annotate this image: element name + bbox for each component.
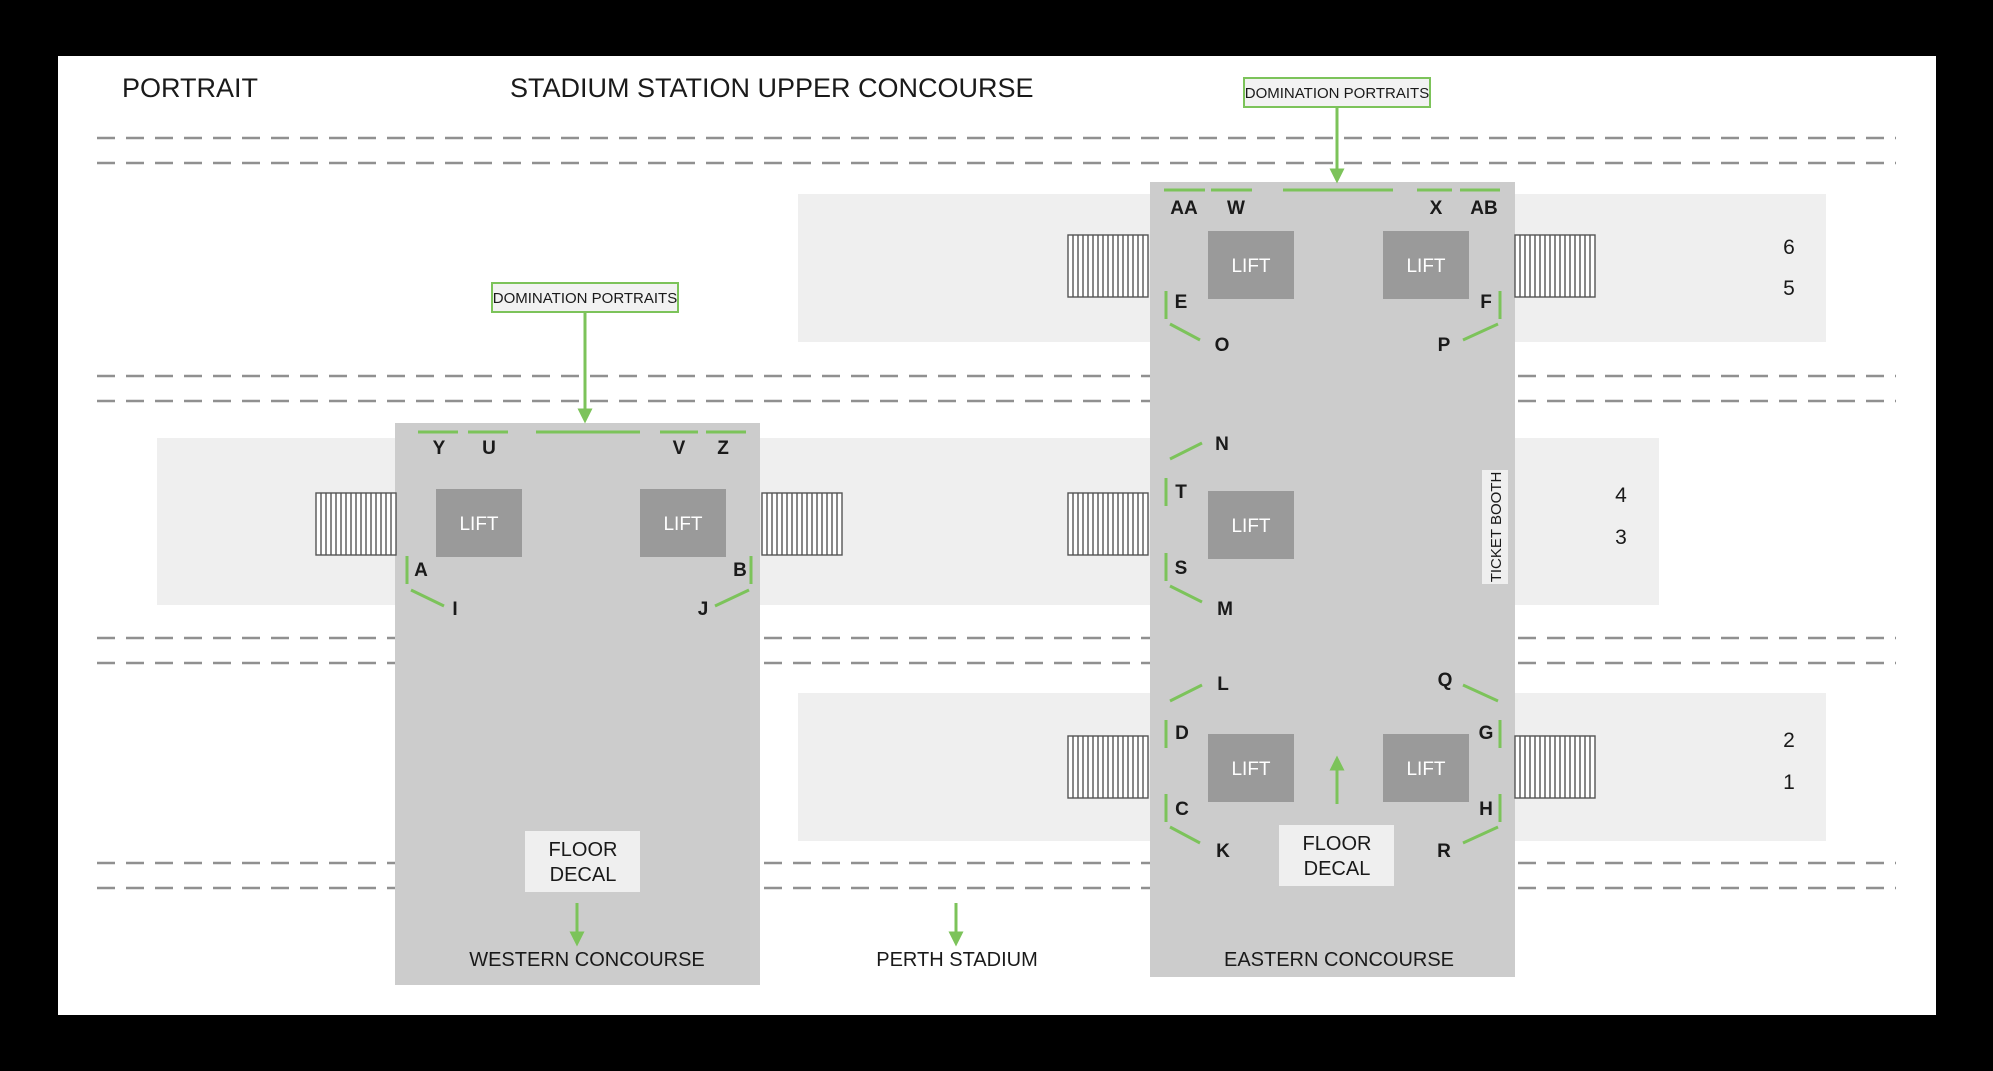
platform-number: 1 xyxy=(1783,771,1795,794)
callout-domination-west xyxy=(491,282,679,313)
lift-east-top-right xyxy=(1383,231,1469,299)
position-label: T xyxy=(1175,482,1187,503)
position-label: V xyxy=(673,438,686,459)
floor-decal-east xyxy=(1279,825,1394,886)
platform-number: 6 xyxy=(1783,236,1795,259)
platform-number: 3 xyxy=(1615,526,1627,549)
position-label: Z xyxy=(717,438,729,459)
lift-label: LIFT xyxy=(459,514,498,535)
position-label: Q xyxy=(1438,670,1453,691)
ticket-booth xyxy=(1482,470,1508,584)
concourse-plan: LIFT LIFT LIFT LIFT LIFT LIFT LIFT TICKE… xyxy=(97,73,1896,985)
lift-west-right xyxy=(640,489,726,557)
lift-label: LIFT xyxy=(1231,256,1270,277)
diagram-canvas: LIFT LIFT LIFT LIFT LIFT LIFT LIFT TICKE… xyxy=(58,56,1936,1015)
platform-number: 2 xyxy=(1783,729,1795,752)
floor-decal-line1: FLOOR xyxy=(549,839,618,861)
ticket-booth-label: TICKET BOOTH xyxy=(1488,472,1505,583)
position-label: Y xyxy=(433,438,446,459)
position-label: W xyxy=(1227,198,1245,219)
page-title: STADIUM STATION UPPER CONCOURSE xyxy=(510,73,1034,103)
direction-arrows xyxy=(569,107,1345,947)
position-label: L xyxy=(1217,674,1229,695)
western-concourse-label: WESTERN CONCOURSE xyxy=(469,949,705,971)
lift-east-bottom-right xyxy=(1383,734,1469,802)
position-label: G xyxy=(1479,723,1494,744)
lift-label: LIFT xyxy=(1406,256,1445,277)
position-label: J xyxy=(698,599,709,620)
lift-label: LIFT xyxy=(1231,759,1270,780)
stair-block xyxy=(761,492,843,556)
position-label: K xyxy=(1216,841,1230,862)
lifts xyxy=(436,231,1469,802)
position-label: S xyxy=(1175,558,1188,579)
position-label: D xyxy=(1175,723,1189,744)
lift-label: LIFT xyxy=(1231,516,1270,537)
floor-decal-line2: DECAL xyxy=(1304,858,1371,880)
floor-decal-line1: FLOOR xyxy=(1303,833,1372,855)
position-label: C xyxy=(1175,799,1189,820)
position-label: U xyxy=(482,438,496,459)
position-label: F xyxy=(1480,292,1492,313)
lift-east-middle xyxy=(1208,491,1294,559)
lift-label: LIFT xyxy=(1406,759,1445,780)
platform-number: 5 xyxy=(1783,277,1795,300)
position-label: R xyxy=(1437,841,1451,862)
position-label: N xyxy=(1215,434,1229,455)
position-label: M xyxy=(1217,599,1233,620)
position-label: A xyxy=(414,560,428,581)
perth-stadium-label: PERTH STADIUM xyxy=(876,949,1038,971)
floor-decal-line2: DECAL xyxy=(550,864,617,886)
position-label: I xyxy=(452,599,457,620)
floor-decal-west xyxy=(525,831,640,892)
callout-domination-east xyxy=(1243,77,1431,108)
position-label: AA xyxy=(1170,198,1198,219)
position-label: AB xyxy=(1470,198,1497,219)
position-label: O xyxy=(1215,335,1230,356)
lift-label: LIFT xyxy=(663,514,702,535)
stair-block xyxy=(1514,234,1596,298)
portrait-label: PORTRAIT xyxy=(122,73,258,103)
lift-east-top-left xyxy=(1208,231,1294,299)
stair-block xyxy=(1514,735,1596,799)
position-label: H xyxy=(1479,799,1493,820)
position-label: X xyxy=(1430,198,1443,219)
platform-number: 4 xyxy=(1615,484,1627,507)
position-label: P xyxy=(1438,335,1451,356)
callout-domination-east-label: DOMINATION PORTRAITS xyxy=(1245,85,1429,102)
stair-block xyxy=(1067,735,1149,799)
lift-west-left xyxy=(436,489,522,557)
stair-block xyxy=(1067,234,1149,298)
eastern-concourse-label: EASTERN CONCOURSE xyxy=(1224,949,1454,971)
callout-domination-west-label: DOMINATION PORTRAITS xyxy=(493,290,677,307)
lift-east-bottom-left xyxy=(1208,734,1294,802)
portrait-markers xyxy=(405,188,1502,845)
stair-block xyxy=(1067,492,1149,556)
stairs xyxy=(315,234,1596,799)
stair-block xyxy=(315,492,397,556)
position-label: E xyxy=(1175,292,1188,313)
position-label: B xyxy=(733,560,747,581)
